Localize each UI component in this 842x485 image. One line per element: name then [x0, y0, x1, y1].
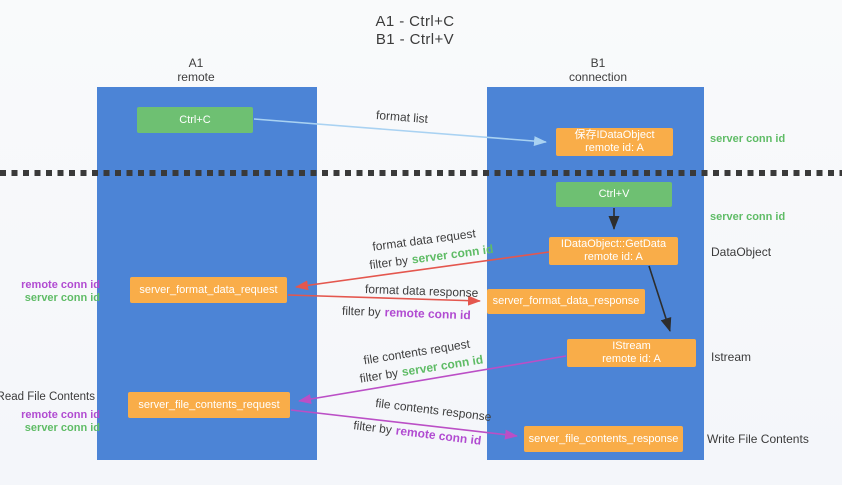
node-save-dataobject: 保存IDataObject remote id: A: [556, 128, 673, 156]
node-getdata-line1: IDataObject::GetData: [560, 238, 667, 250]
annotation-conn-ids-file: remote conn id server conn id: [21, 409, 100, 435]
title-line-2: B1 - Ctrl+V: [375, 31, 455, 48]
node-ctrl-c-label: Ctrl+C: [179, 113, 211, 126]
node-ctrl-v: Ctrl+V: [556, 182, 672, 207]
label-format-list: format list: [375, 107, 429, 127]
annotation-write-file-contents: Write File Contents: [707, 432, 809, 446]
remote-conn-id-text: remote conn id: [21, 409, 100, 421]
title-line-1: A1 - Ctrl+C: [375, 13, 455, 30]
remote-conn-id-text: remote conn id: [394, 423, 483, 448]
annotation-server-conn-id-mid: server conn id: [710, 211, 786, 223]
node-ctrl-c: Ctrl+C: [137, 107, 253, 133]
node-istream: IStream remote id: A: [567, 339, 696, 367]
annotation-istream: Istream: [711, 350, 752, 364]
annotation-dataobject: DataObject: [711, 245, 772, 259]
label-file-contents-response: file contents response: [374, 395, 493, 425]
server-conn-id-text: server conn id: [24, 292, 100, 304]
diagram-title: A1 - Ctrl+C B1 - Ctrl+V: [330, 13, 500, 49]
node-istream-line2: remote id: A: [602, 353, 661, 365]
filter-by-text: filter by: [368, 253, 409, 273]
node-ctrl-v-label: Ctrl+V: [598, 188, 630, 200]
annotation-conn-ids-format: remote conn id server conn id: [21, 279, 100, 305]
node-save-dataobject-line2: remote id: A: [585, 142, 644, 154]
node-server-file-contents-response-label: server_file_contents_response: [528, 432, 679, 445]
node-getdata: IDataObject::GetData remote id: A: [549, 237, 678, 265]
node-istream-line1: IStream: [612, 340, 651, 352]
node-server-file-contents-response: server_file_contents_response: [524, 426, 683, 452]
lane-header-a1: A1 remote: [131, 56, 261, 84]
filter-by-text: filter by: [341, 303, 381, 320]
annotation-server-conn-id-top: server conn id: [710, 133, 786, 145]
node-server-format-data-response-label: server_format_data_response: [492, 295, 640, 307]
lane-a1-role: remote: [177, 70, 215, 84]
node-save-dataobject-line1: 保存IDataObject: [574, 129, 655, 141]
filter-by-text: filter by: [352, 418, 393, 437]
node-server-format-data-response: server_format_data_response: [487, 289, 645, 314]
annotation-read-file-contents: Read File Contents: [0, 391, 95, 403]
node-server-file-contents-request: server_file_contents_request: [128, 392, 290, 418]
remote-conn-id-text: remote conn id: [21, 279, 100, 291]
filter-by-text: filter by: [358, 365, 400, 386]
node-server-format-data-request: server_format_data_request: [130, 277, 287, 303]
node-server-format-data-request-label: server_format_data_request: [139, 283, 278, 296]
server-conn-id-text: server conn id: [24, 422, 100, 434]
lane-header-b1: B1 connection: [533, 56, 663, 84]
label-format-data-response: format data response: [364, 282, 479, 300]
node-getdata-line2: remote id: A: [584, 251, 643, 263]
lane-b1-name: B1: [590, 56, 606, 70]
lane-a1-name: A1: [188, 56, 204, 70]
lane-b1-role: connection: [568, 70, 628, 84]
remote-conn-id-text: remote conn id: [384, 305, 471, 323]
node-server-file-contents-request-label: server_file_contents_request: [138, 398, 280, 411]
